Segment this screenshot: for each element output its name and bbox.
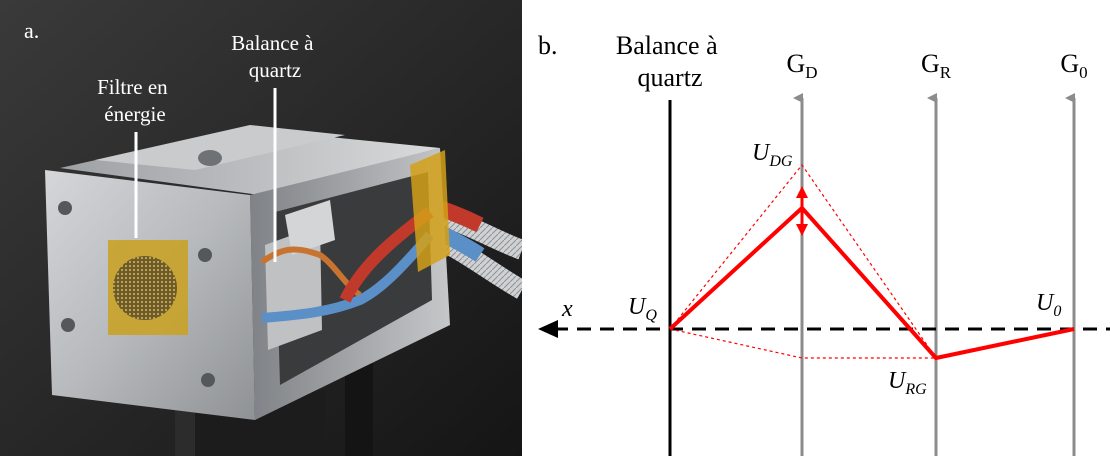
label-uq-main: U bbox=[628, 294, 647, 320]
label-u0-sub: 0 bbox=[1053, 303, 1061, 320]
blue-wire bbox=[261, 231, 434, 323]
udg-adjust-arrow-down bbox=[796, 224, 808, 236]
potential-envelope-upper bbox=[669, 163, 937, 359]
label-udg: UDG bbox=[752, 140, 793, 170]
balance-label: Balance à quartz bbox=[616, 31, 724, 92]
filter-annotation-line-1: Filtre en bbox=[97, 75, 168, 99]
filter-annotation-line-2: énergie bbox=[104, 102, 165, 126]
orange-wire bbox=[260, 246, 362, 298]
label-udg-main: U bbox=[752, 140, 771, 166]
grid-label-gd-main: G bbox=[786, 49, 805, 78]
x-axis-label: x bbox=[561, 296, 573, 322]
label-uq-sub: Q bbox=[645, 307, 657, 324]
box-lid-plate bbox=[95, 125, 345, 170]
balance-label-line-2: quartz bbox=[638, 63, 703, 92]
kapton-tape-side bbox=[410, 150, 450, 272]
top-screw bbox=[198, 150, 222, 166]
grid-label-gr-sub: R bbox=[940, 63, 952, 82]
x-axis-arrowhead bbox=[538, 320, 558, 338]
grid-label-gd: GD bbox=[786, 49, 817, 82]
grid-label-g0-sub: 0 bbox=[1079, 63, 1088, 82]
front-screws bbox=[58, 201, 215, 387]
label-udg-sub: DG bbox=[768, 153, 793, 170]
balance-annotation-line-1: Balance à bbox=[231, 31, 314, 55]
label-u0-main: U bbox=[1036, 290, 1055, 316]
label-urg-sub: RG bbox=[904, 381, 927, 398]
balance-label-line-1: Balance à bbox=[616, 31, 718, 60]
label-urg-main: U bbox=[888, 368, 907, 394]
quartz-balance-bracket-top bbox=[285, 200, 335, 255]
potential-diagram: b. Balance à quartz GD GR G0 x UQ UDG UR… bbox=[538, 31, 1110, 456]
box-top-face bbox=[60, 128, 440, 195]
grid-label-gr: GR bbox=[921, 49, 952, 82]
label-u0: U0 bbox=[1036, 290, 1061, 320]
udg-adjust-arrow-up bbox=[796, 186, 808, 198]
label-urg: URG bbox=[888, 368, 927, 398]
filter-annotation: Filtre en énergie bbox=[97, 75, 173, 126]
label-uq: UQ bbox=[628, 294, 657, 324]
grid-label-g0-main: G bbox=[1060, 49, 1079, 78]
panel-b-label: b. bbox=[538, 31, 558, 60]
grid-label-g0: G0 bbox=[1060, 49, 1087, 82]
balance-annotation-line-2: quartz bbox=[249, 58, 301, 82]
balance-annotation: Balance à quartz bbox=[231, 31, 318, 82]
device-photo: a. Filtre en énergie Balance à quartz bbox=[0, 0, 522, 456]
energy-filter-mesh bbox=[113, 256, 177, 320]
potential-profile bbox=[668, 205, 1075, 361]
potential-envelope-lower bbox=[669, 328, 936, 359]
grid-label-gd-sub: D bbox=[805, 63, 817, 82]
panel-a-label: a. bbox=[24, 18, 39, 43]
grid-label-gr-main: G bbox=[921, 49, 940, 78]
